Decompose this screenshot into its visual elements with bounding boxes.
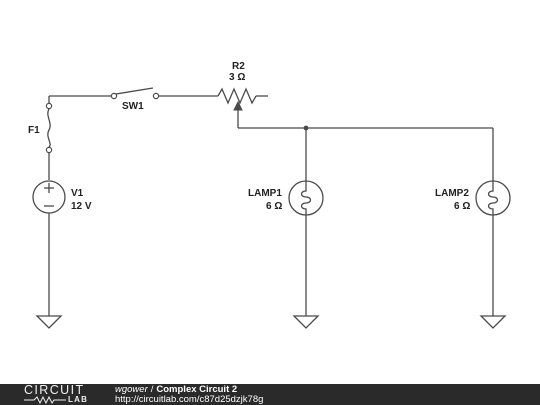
lamp-2[interactable]: LAMP2 6 Ω [435,128,511,316]
voltage-source-value: 12 V [71,201,92,212]
switch-icon [115,87,154,95]
potentiometer-label: R2 [232,61,245,72]
lamp-1-label: LAMP1 [248,188,282,199]
lamp-1-value: 6 Ω [266,201,282,212]
ground-icon [292,315,320,329]
ground-2 [292,315,320,329]
wiper-arrow-icon [233,100,243,111]
resistor-squiggle-icon [24,396,66,404]
fuse-label: F1 [28,125,40,136]
circuit-schematic: F1 V1 12 V SW1 R2 3 Ω LAMP1 [28,61,511,329]
potentiometer-value: 3 Ω [229,72,245,83]
lamp-2-label: LAMP2 [435,188,469,199]
circuitlab-logo[interactable]: CIRCUIT LAB [22,383,94,405]
footer-bar: CIRCUIT LAB wgower/Complex Circuit 2 htt… [0,384,540,405]
switch-sw1[interactable]: SW1 [110,87,160,112]
ground-icon [35,315,63,329]
voltage-source-v1[interactable]: V1 12 V [32,180,92,316]
circuit-url-link[interactable]: http://circuitlab.com/c87d25dzjk78g [115,394,264,405]
logo-text-top: CIRCUIT [24,383,85,397]
lamp-1[interactable]: LAMP1 6 Ω [248,128,324,316]
ground-3 [479,315,507,329]
fuse-icon [47,108,51,148]
switch-label: SW1 [122,101,144,112]
author-link[interactable]: wgower [115,384,148,395]
voltage-source-label: V1 [71,188,84,199]
separator: / [150,384,154,395]
footer-title-line: wgower/Complex Circuit 2 [115,385,237,395]
fuse-f1[interactable]: F1 [28,96,53,180]
ground-icon [479,315,507,329]
circuit-title[interactable]: Complex Circuit 2 [156,384,238,395]
potentiometer-icon [217,87,257,105]
logo-text-bottom: LAB [68,395,89,404]
lamp-2-value: 6 Ω [454,201,470,212]
ground-1 [35,315,63,329]
potentiometer-r2[interactable]: R2 3 Ω [217,61,268,128]
